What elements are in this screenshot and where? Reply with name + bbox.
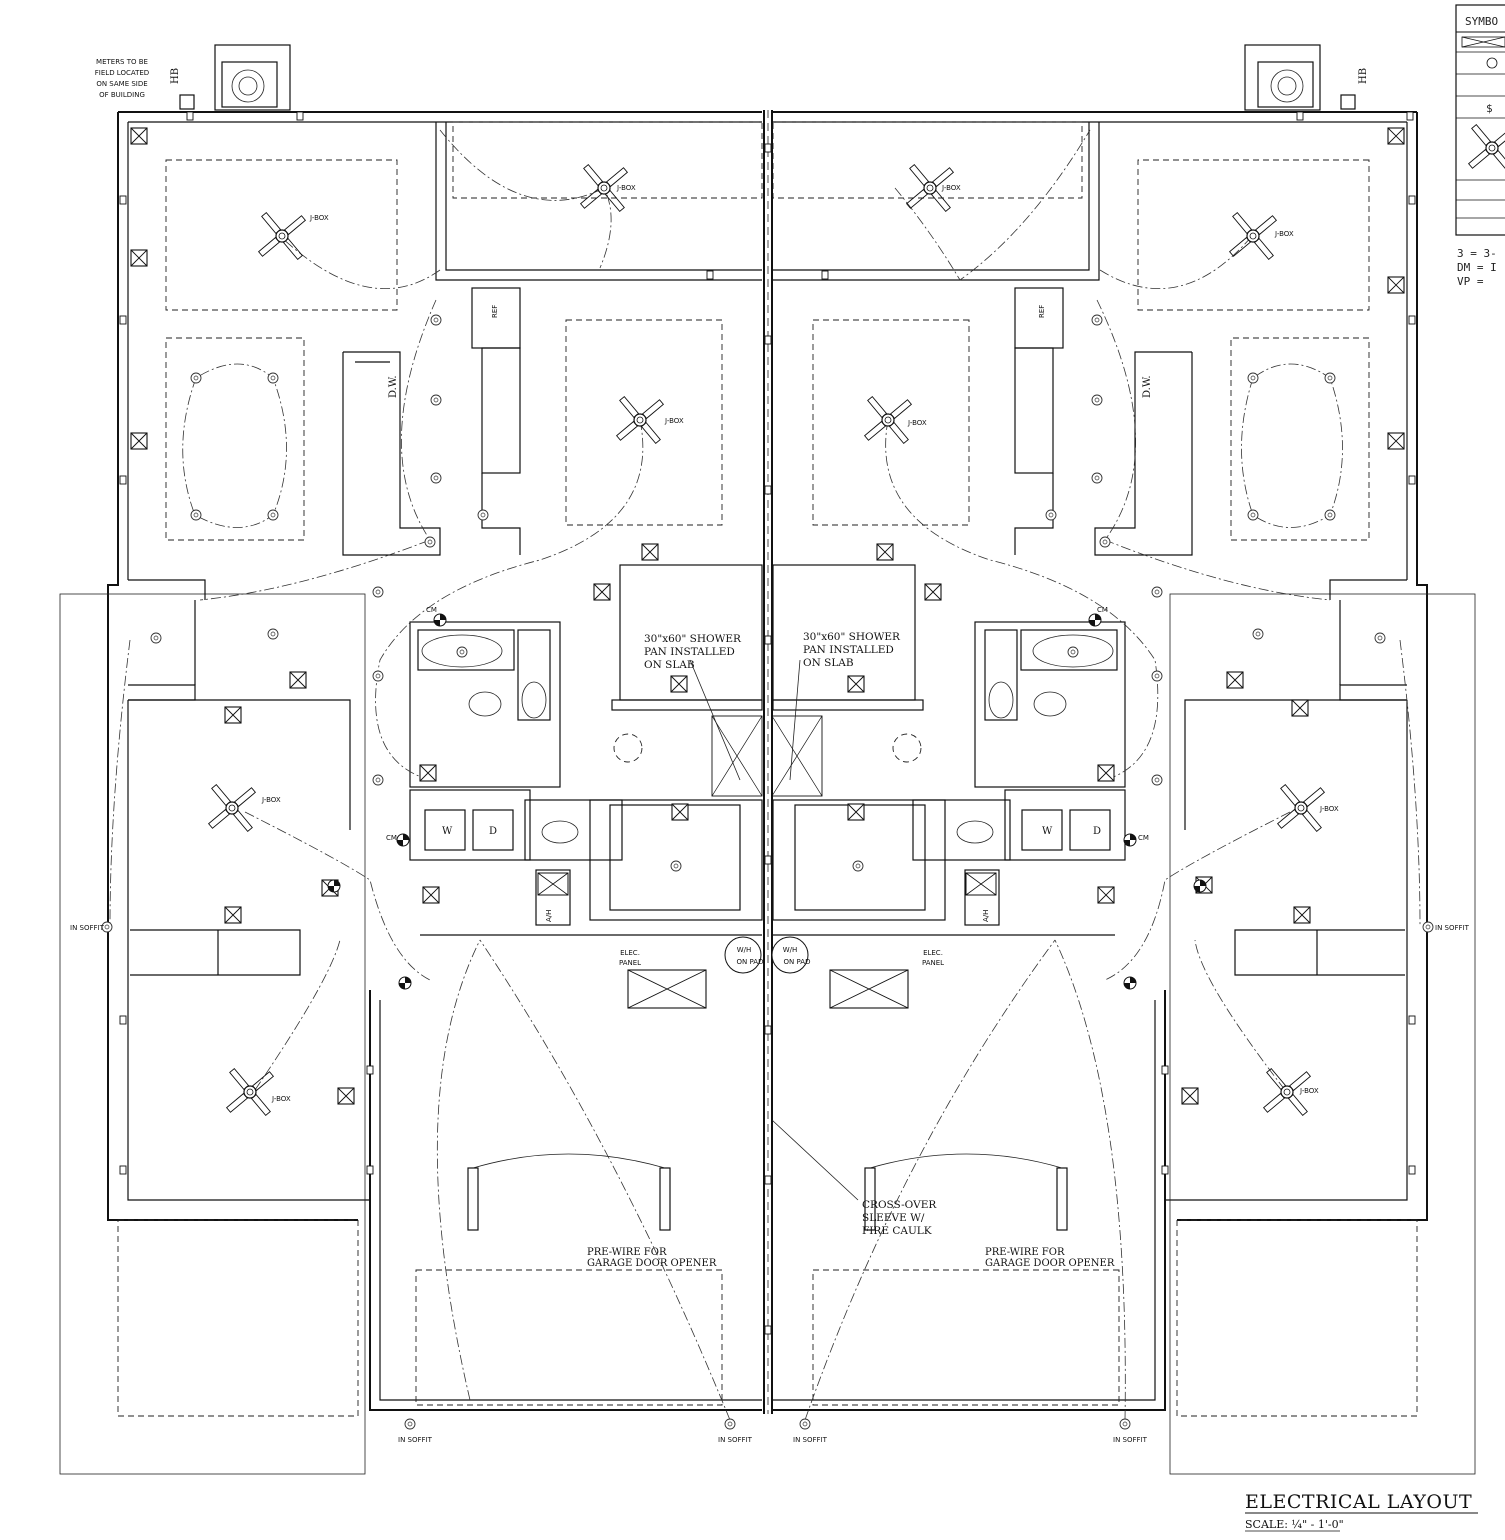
elec-panel-left: ELEC. PANEL (619, 949, 641, 967)
svg-text:PAN INSTALLED: PAN INSTALLED (803, 644, 894, 656)
svg-text:IN SOFFIT: IN SOFFIT (793, 1436, 828, 1444)
shower-note-right: 30"x60" SHOWER PAN INSTALLED ON SLAB (803, 631, 901, 669)
jbox-label: J-BOX (309, 214, 329, 222)
meters-note-line-3: ON SAME SIDE (96, 80, 147, 88)
svg-text:ON SLAB: ON SLAB (644, 659, 695, 671)
receptacles (119, 111, 1416, 1335)
svg-text:IN SOFFIT: IN SOFFIT (70, 924, 105, 932)
cm-label: CM (386, 834, 397, 842)
water-heater-left: W/H ON PAD (737, 946, 764, 966)
svg-text:30"x60" SHOWER: 30"x60" SHOWER (803, 631, 901, 643)
washer-label: W (1042, 826, 1053, 837)
wiring-runs (109, 129, 1421, 1421)
svg-text:IN SOFFIT: IN SOFFIT (1113, 1436, 1148, 1444)
cm-label: CM (1097, 606, 1108, 614)
jbox-labels: J-BOX J-BOX J-BOX J-BOX J-BOX J-BOX J-BO… (261, 184, 1339, 1103)
meters-note: METERS TO BE FIELD LOCATED ON SAME SIDE … (95, 58, 149, 99)
drawing-scale: SCALE: ¼" - 1'-0" (1245, 1518, 1344, 1531)
symbol-legend: SYMBO $ 3 = 3- DM = I VP = (1455, 4, 1505, 288)
svg-text:PAN INSTALLED: PAN INSTALLED (644, 646, 735, 658)
refrigerator-label: REF (491, 305, 499, 318)
svg-text:W/H: W/H (737, 946, 752, 954)
svg-text:SLEEVE W/: SLEEVE W/ (862, 1212, 925, 1224)
hose-bib-label-right: HB (1358, 68, 1369, 84)
shower-note-left: 30"x60" SHOWER PAN INSTALLED ON SLAB (644, 633, 742, 671)
jbox-label: J-BOX (664, 417, 684, 425)
hose-bib-label-left: HB (170, 68, 181, 84)
meters-note-line-1: METERS TO BE (96, 58, 148, 66)
garage-note-right: PRE-WIRE FOR GARAGE DOOR OPENER (985, 1247, 1115, 1269)
elec-panel-right: ELEC. PANEL (922, 949, 944, 967)
dryer-label: D (489, 826, 497, 837)
soffit-labels: IN SOFFIT IN SOFFIT IN SOFFIT IN SOFFIT … (70, 924, 1470, 1444)
washer-label: W (442, 826, 453, 837)
svg-text:ELEC.: ELEC. (923, 949, 943, 957)
legend-switch-symbol: $ (1486, 102, 1493, 115)
jbox-label: J-BOX (261, 796, 281, 804)
svg-text:IN SOFFIT: IN SOFFIT (1435, 924, 1470, 932)
svg-text:ELEC.: ELEC. (620, 949, 640, 957)
air-handler-label: A/H (545, 910, 553, 922)
svg-text:ON SLAB: ON SLAB (803, 657, 854, 669)
svg-text:IN SOFFIT: IN SOFFIT (398, 1436, 433, 1444)
jbox-label: J-BOX (271, 1095, 291, 1103)
air-handler-label: A/H (982, 910, 990, 922)
jbox-label: J-BOX (941, 184, 961, 192)
svg-text:PRE-WIRE FOR: PRE-WIRE FOR (587, 1247, 667, 1258)
cm-label: CM (426, 606, 437, 614)
garage-note-left: PRE-WIRE FOR GARAGE DOOR OPENER (587, 1247, 717, 1269)
legend-header: SYMBO (1465, 15, 1498, 28)
jbox-label: J-BOX (616, 184, 636, 192)
dishwasher-label: D.W. (1142, 375, 1153, 398)
right-unit (772, 44, 1476, 1475)
water-heater-right: W/H ON PAD (783, 946, 811, 966)
meters-note-line-2: FIELD LOCATED (95, 69, 149, 77)
refrigerator-label: REF (1038, 305, 1046, 318)
jbox-label: J-BOX (1274, 230, 1294, 238)
legend-note-1: 3 = 3- (1457, 247, 1497, 260)
svg-text:CROSS-OVER: CROSS-OVER (862, 1199, 937, 1211)
exhaust-fans (130, 127, 1405, 1105)
cm-label: CM (1138, 834, 1149, 842)
svg-text:PANEL: PANEL (619, 959, 641, 967)
svg-text:W/H: W/H (783, 946, 798, 954)
dryer-label: D (1093, 826, 1101, 837)
svg-text:30"x60" SHOWER: 30"x60" SHOWER (644, 633, 742, 645)
svg-text:GARAGE DOOR OPENER: GARAGE DOOR OPENER (985, 1258, 1115, 1269)
meters-note-line-4: OF BUILDING (99, 91, 145, 99)
jbox-label: J-BOX (1299, 1087, 1319, 1095)
drawing-title: ELECTRICAL LAYOUT (1245, 1491, 1472, 1513)
svg-text:GARAGE DOOR OPENER: GARAGE DOOR OPENER (587, 1258, 717, 1269)
light-fixtures (101, 314, 1434, 1430)
jbox-label: J-BOX (907, 419, 927, 427)
dishwasher-label: D.W. (388, 375, 399, 398)
svg-text:IN SOFFIT: IN SOFFIT (718, 1436, 753, 1444)
svg-text:ON PAD: ON PAD (784, 958, 811, 966)
svg-text:PANEL: PANEL (922, 959, 944, 967)
legend-note-3: VP = (1457, 275, 1484, 288)
crossover-note: CROSS-OVER SLEEVE W/ FIRE CAULK (862, 1199, 937, 1237)
svg-text:PRE-WIRE FOR: PRE-WIRE FOR (985, 1247, 1065, 1258)
jbox-label: J-BOX (1319, 805, 1339, 813)
legend-note-2: DM = I (1457, 261, 1497, 274)
svg-text:ON PAD: ON PAD (737, 958, 764, 966)
svg-text:FIRE CAULK: FIRE CAULK (862, 1225, 932, 1237)
